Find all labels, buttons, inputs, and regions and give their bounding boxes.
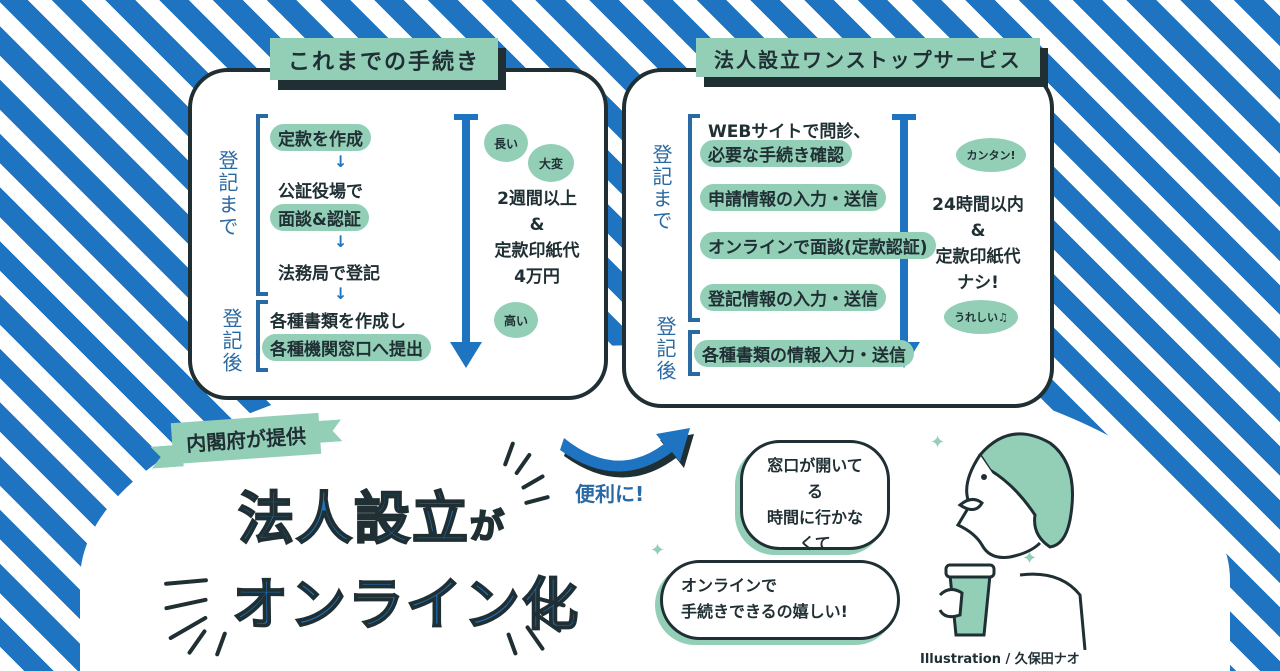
duration-arrow-icon xyxy=(450,114,482,368)
new-summary: 24時間以内 & 定款印紙代 ナシ! xyxy=(932,195,1024,293)
bracket-before xyxy=(688,114,700,322)
step-submit-documents: 各種機関窓口へ提出 xyxy=(262,334,431,361)
bracket-after xyxy=(688,330,700,376)
step-online-interview: オンラインで面談(定款認証) xyxy=(700,232,936,259)
old-summary: 2週間以上 & 定款印紙代 4万円 xyxy=(494,189,580,287)
step-create-documents: 各種書類を作成し xyxy=(270,312,406,332)
arrow-down-icon: ↓ xyxy=(334,232,348,251)
old-panel-title: これまでの手続き xyxy=(270,38,499,80)
bubble-long: 長い xyxy=(484,124,528,162)
step-legal-affairs-bureau: 法務局で登記 xyxy=(278,264,380,284)
step-create-articles: 定款を作成 xyxy=(270,124,371,151)
illustration-credit: Illustration / 久保田ナオ xyxy=(920,652,1080,667)
bubble-happy: うれしい♫ xyxy=(944,300,1018,334)
headline-line1: 法人設立が xyxy=(237,486,506,553)
speech-bubble-window-hours: 窓口が開いてる 時間に行かなくて いいんだ 💡 xyxy=(740,440,890,579)
step-application-info: 申請情報の入力・送信 xyxy=(700,184,886,211)
bubble-hard: 大変 xyxy=(528,144,574,182)
label-before-registration: 登記まで xyxy=(649,144,673,232)
step-notary-office: 公証役場で xyxy=(278,182,363,202)
sparkle-icon: ✦ xyxy=(650,540,666,561)
convenient-label: 便利に! xyxy=(575,482,645,506)
label-before-registration: 登記まで xyxy=(215,150,239,238)
label-after-registration: 登記後 xyxy=(219,308,243,374)
speech-bubble-online-happy: オンラインで 手続きできるの嬉しい! xyxy=(660,560,900,640)
step-registration-info: 登記情報の入力・送信 xyxy=(700,284,886,311)
new-panel-title: 法人設立ワンストップサービス xyxy=(696,38,1040,77)
bubble-expensive: 高い xyxy=(494,302,538,338)
arrow-down-icon: ↓ xyxy=(334,152,348,171)
step-check-procedures: 必要な手続き確認 xyxy=(700,140,852,167)
step-web-interview: WEBサイトで問診、 xyxy=(708,122,871,142)
new-service-panel: 法人設立ワンストップサービス 登記まで 登記後 WEBサイトで問診、 必要な手続… xyxy=(622,38,1054,408)
step-interview-cert: 面談&認証 xyxy=(270,204,369,231)
sparkle-icon: ✦ xyxy=(930,432,946,453)
person-with-cup-illustration xyxy=(938,432,1087,650)
bubble-easy: カンタン! xyxy=(956,138,1026,172)
step-documents-info: 各種書類の情報入力・送信 xyxy=(694,340,914,367)
label-after-registration: 登記後 xyxy=(653,316,677,382)
curved-arrow-icon xyxy=(560,428,694,478)
bracket-after xyxy=(256,300,268,372)
arrow-down-icon: ↓ xyxy=(334,284,348,303)
old-process-panel: これまでの手続き 登記まで 登記後 定款を作成 ↓ 公証役場で 面談&認証 ↓ … xyxy=(188,38,608,400)
headline-line2: オンライン化 xyxy=(231,572,580,639)
bracket-before xyxy=(256,114,268,296)
